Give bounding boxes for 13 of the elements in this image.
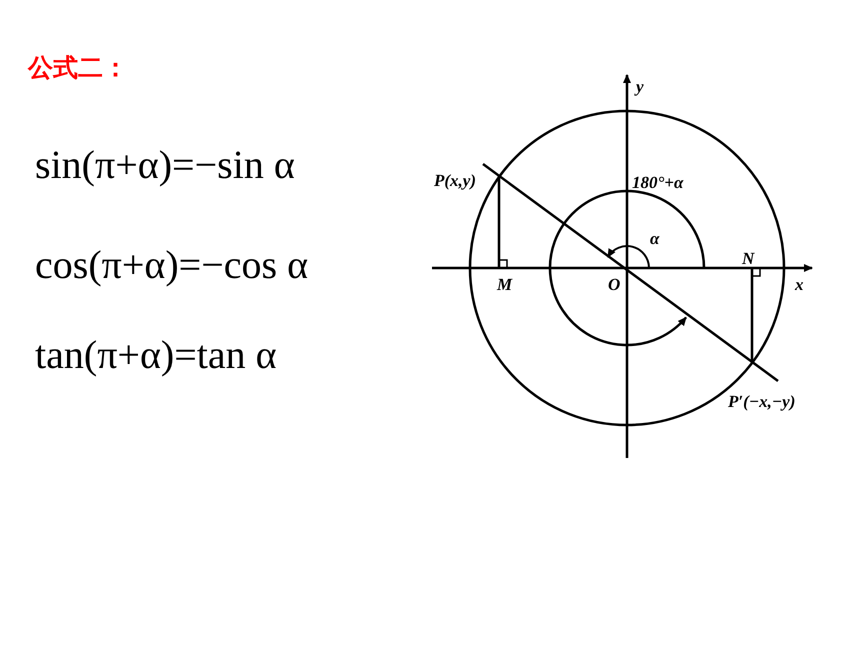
point-label: P(x,y) — [434, 172, 476, 189]
formula: cos(π+α)=−cos α — [35, 245, 308, 285]
point-label: N — [742, 250, 754, 267]
heading: 公式二： — [28, 55, 128, 80]
angle-label: 180°+α — [632, 174, 684, 191]
point-label: O — [608, 276, 620, 293]
point-label: P′(−x,−y) — [728, 393, 796, 410]
angle-label: α — [650, 230, 660, 247]
axis-label: y — [636, 78, 644, 95]
formula: sin(π+α)=−sin α — [35, 145, 295, 185]
point-label: M — [497, 276, 512, 293]
formula: tan(π+α)=tan α — [35, 335, 277, 375]
axis-label: x — [795, 276, 804, 293]
